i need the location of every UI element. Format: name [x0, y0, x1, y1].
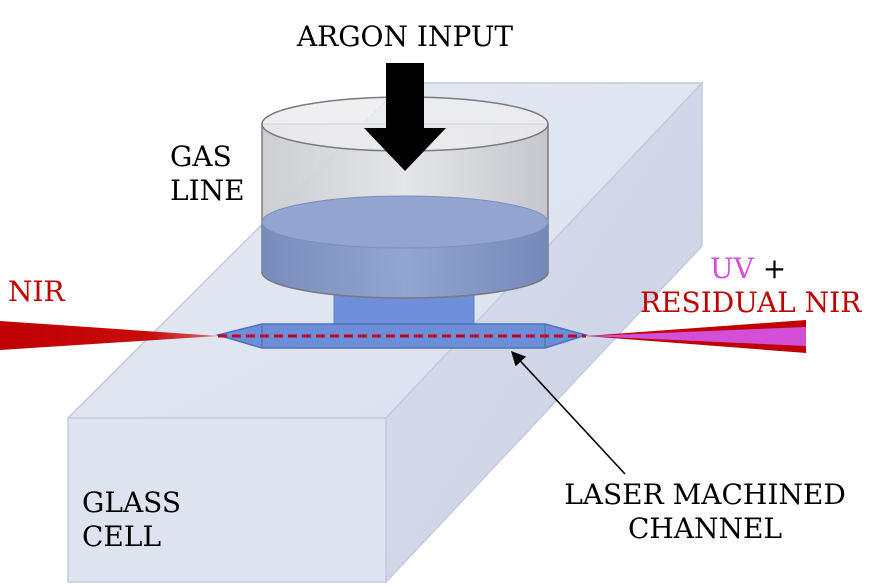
label-channel-line1: LASER MACHINED [564, 478, 846, 511]
label-gas-line-line1: GAS [170, 140, 232, 173]
gas-line-bottom-rim [261, 271, 549, 299]
output-beams [586, 320, 806, 353]
label-nir: NIR [8, 275, 65, 308]
label-glass-cell: GLASS CELL [82, 486, 181, 554]
label-plus: + [762, 252, 787, 285]
label-uv-plus-line: UV + [640, 252, 874, 286]
label-uv-residual: UV + RESIDUAL NIR [640, 252, 874, 320]
gas-line-cylinder [261, 96, 549, 299]
label-uv: UV [710, 252, 754, 285]
argon-input-arrow [364, 63, 446, 171]
label-laser-machined-channel: LASER MACHINED CHANNEL [555, 478, 855, 546]
label-glass-line1: GLASS [82, 486, 182, 519]
glass-cell-front-face [67, 417, 387, 583]
channel-pointer-arrow [511, 350, 626, 475]
uv-beam [586, 327, 806, 346]
gas-line-liquid-surface [261, 195, 549, 249]
label-glass-line2: CELL [82, 520, 162, 553]
nir-input-beam [0, 321, 218, 350]
label-argon-input: ARGON INPUT [296, 20, 514, 53]
label-channel-line2: CHANNEL [627, 512, 783, 545]
label-gas-line: GAS LINE [170, 140, 245, 208]
label-residual-nir: RESIDUAL NIR [640, 286, 862, 319]
label-gas-line-line2: LINE [170, 174, 245, 207]
